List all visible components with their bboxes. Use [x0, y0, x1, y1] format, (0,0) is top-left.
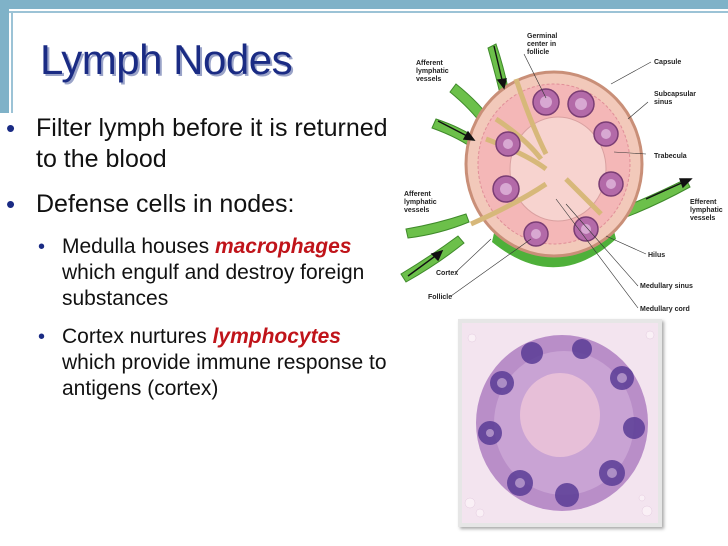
top-accent-bar: [0, 0, 728, 9]
sub-bullet-item: • Medulla houses macrophages which engul…: [38, 234, 396, 312]
label-medullary-cord: Medullary cord: [640, 306, 690, 313]
left-accent-line: [11, 13, 13, 113]
bullet-dot-icon: •: [6, 189, 16, 219]
germinal-centers: [500, 96, 616, 239]
trabeculae: [469, 78, 603, 227]
lymph-node-micrograph: [462, 323, 658, 523]
sub-bullet-pre: Medulla houses: [62, 235, 215, 258]
top-accent-line: [0, 11, 728, 13]
bullet-dot-icon: •: [6, 113, 16, 143]
sub-bullet-emphasis: lymphocytes: [212, 325, 341, 348]
leader-lines: [450, 53, 652, 309]
flow-arrows: [407, 45, 693, 277]
bullet-dot-icon: •: [38, 326, 46, 348]
sub-bullet-pre: Cortex nurtures: [62, 325, 213, 348]
label-cortex: Cortex: [436, 270, 458, 277]
sub-bullet-post: which engulf and destroy foreign substan…: [62, 261, 365, 310]
micrograph-frame: [458, 319, 662, 527]
left-accent-bar: [0, 0, 9, 113]
label-trabecula: Trabecula: [654, 153, 687, 160]
sub-bullet-post: which provide immune response to antigen…: [62, 351, 387, 400]
bullet-text: Filter lymph before it is returned to th…: [36, 114, 388, 173]
hilus-region: [492, 219, 616, 268]
bullet-item: • Filter lymph before it is returned to …: [6, 113, 396, 175]
label-medullary-sinus: Medullary sinus: [640, 283, 693, 290]
sub-bullet-emphasis: macrophages: [214, 235, 352, 258]
bullet-text: Defense cells in nodes:: [36, 190, 295, 218]
label-capsule: Capsule: [654, 59, 681, 66]
bullet-dot-icon: •: [38, 236, 46, 258]
sub-bullet-item: • Cortex nurtures lymphocytes which prov…: [38, 324, 396, 402]
label-hilus: Hilus: [648, 252, 665, 259]
slide-title: Lymph Nodes: [40, 36, 293, 83]
label-follicle: Follicle: [428, 294, 452, 301]
bullet-list: • Filter lymph before it is returned to …: [6, 113, 396, 414]
bullet-item: • Defense cells in nodes:: [6, 189, 396, 220]
